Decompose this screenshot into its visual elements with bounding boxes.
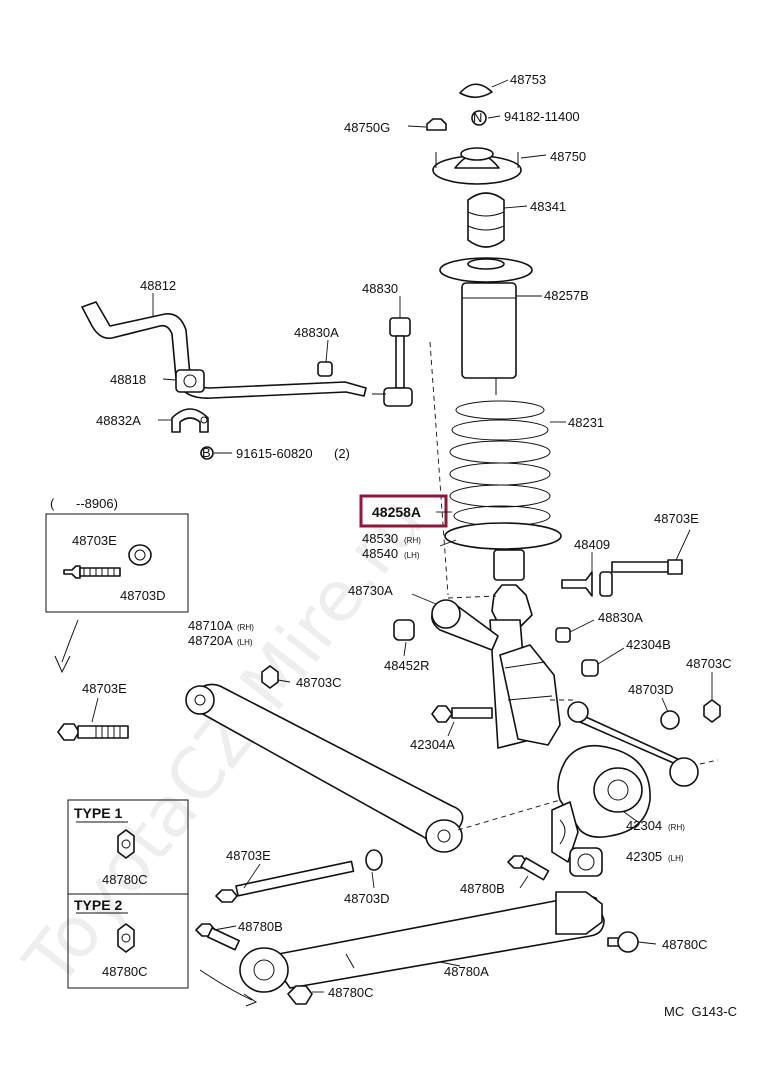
label-48830: 48830 [362, 281, 398, 296]
label-48540-side: (LH) [404, 551, 420, 560]
label-48231: 48231 [568, 415, 604, 430]
label-42304-side: (RH) [668, 823, 685, 832]
type-box [67, 799, 189, 989]
type1-heading: TYPE 1 [74, 805, 122, 821]
inset-label-48703d: 48703D [120, 588, 166, 603]
label-48257b: 48257B [544, 288, 589, 303]
label-48830a-mid: 48830A [598, 610, 643, 625]
inset-range-label: ( --8906) [50, 496, 118, 511]
strut-assembly [426, 83, 562, 749]
n-symbol: N [473, 110, 482, 125]
label-48750: 48750 [550, 149, 586, 164]
label-48780c-right: 48780C [662, 937, 708, 952]
trailing-arm [195, 849, 605, 1007]
label-48710a-side: (RH) [237, 623, 254, 632]
label-42304b: 42304B [626, 637, 671, 652]
label-48710a: 48710A [188, 618, 233, 633]
label-42305-side: (LH) [668, 854, 684, 863]
label-42305: 42305 [626, 849, 662, 864]
label-94182-11400: 94182-11400 [504, 109, 580, 124]
label-48780b-right: 48780B [460, 881, 505, 896]
label-48341: 48341 [530, 199, 566, 214]
highlight-48258a [359, 494, 448, 528]
label-48830a-top: 48830A [294, 325, 339, 340]
label-48452r: 48452R [384, 658, 430, 673]
label-48818: 48818 [110, 372, 146, 387]
label-91615-qty: (2) [334, 446, 350, 461]
label-48530: 48530 [362, 531, 398, 546]
label-48703d-bottom: 48703D [344, 891, 390, 906]
label-48780a: 48780A [444, 964, 489, 979]
label-48409: 48409 [574, 537, 610, 552]
type2-part-label: 48780C [102, 964, 148, 979]
inset-label-48703e: 48703E [72, 533, 117, 548]
label-48703e-right: 48703E [654, 511, 699, 526]
bolt-48703e-left [57, 723, 129, 741]
label-48703c-mid: 48703C [296, 675, 342, 690]
label-48753: 48753 [510, 72, 546, 87]
part-labels: 48753 48750G N 94182-11400 48750 48341 4… [50, 72, 737, 1019]
label-48540: 48540 [362, 546, 398, 561]
label-48530-side: (RH) [404, 536, 421, 545]
label-48720a: 48720A [188, 633, 233, 648]
label-48258a: 48258A [372, 504, 421, 520]
label-48703d-right: 48703D [628, 682, 674, 697]
label-48750g: 48750G [344, 120, 390, 135]
lower-arm [185, 665, 464, 853]
coil-spring [449, 400, 551, 527]
b-symbol: B [202, 445, 211, 460]
label-48730a: 48730A [348, 583, 393, 598]
label-48780c-bottom: 48780C [328, 985, 374, 1000]
label-91615-60820: 91615-60820 [236, 446, 313, 461]
type1-part-label: 48780C [102, 872, 148, 887]
footer-code: MC G143-C [664, 1004, 737, 1019]
inset-box-8906 [45, 513, 189, 674]
type2-heading: TYPE 2 [74, 897, 122, 913]
label-48703c-right: 48703C [686, 656, 732, 671]
label-42304a: 42304A [410, 737, 455, 752]
label-42304: 42304 [626, 818, 662, 833]
label-48812: 48812 [140, 278, 176, 293]
label-48703e-bottom: 48703E [226, 848, 271, 863]
label-48780b-left: 48780B [238, 919, 283, 934]
label-48720a-side: (LH) [237, 638, 253, 647]
stabilizer-bar [81, 301, 449, 596]
leader-lines [91, 79, 713, 993]
label-48832a: 48832A [96, 413, 141, 428]
label-48703e-left: 48703E [82, 681, 127, 696]
